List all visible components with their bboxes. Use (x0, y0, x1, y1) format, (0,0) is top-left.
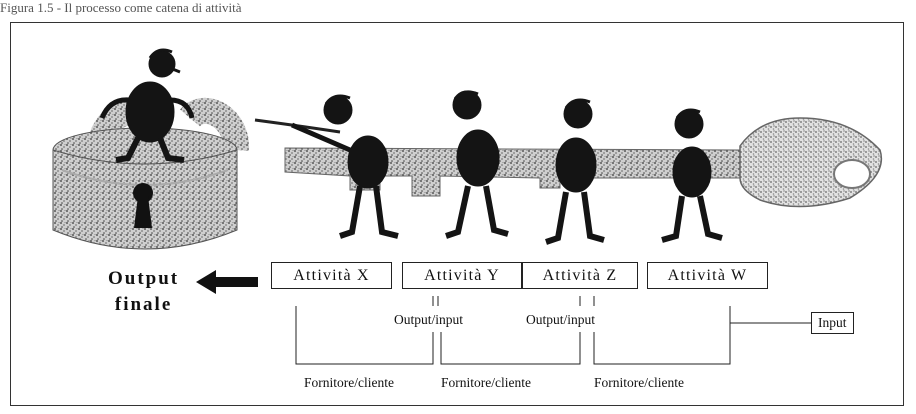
output-final-line2: finale (108, 292, 179, 318)
supplier-client-label-3: Fornitore/cliente (594, 375, 684, 391)
supplier-client-label-1: Fornitore/cliente (304, 375, 394, 391)
activity-box-x: Attività X (271, 262, 392, 289)
connector-lines (296, 296, 811, 364)
activity-box-z: Attività Z (522, 262, 638, 289)
input-box: Input (811, 312, 854, 334)
output-arrow-icon (196, 270, 258, 294)
output-final-label: Output finale (108, 266, 179, 318)
output-final-line1: Output (108, 266, 179, 292)
activity-box-y: Attività Y (402, 262, 522, 289)
output-input-label-1: Output/input (394, 312, 463, 328)
activity-box-w: Attività W (647, 262, 768, 289)
supplier-client-label-2: Fornitore/cliente (441, 375, 531, 391)
output-input-label-2: Output/input (526, 312, 595, 328)
